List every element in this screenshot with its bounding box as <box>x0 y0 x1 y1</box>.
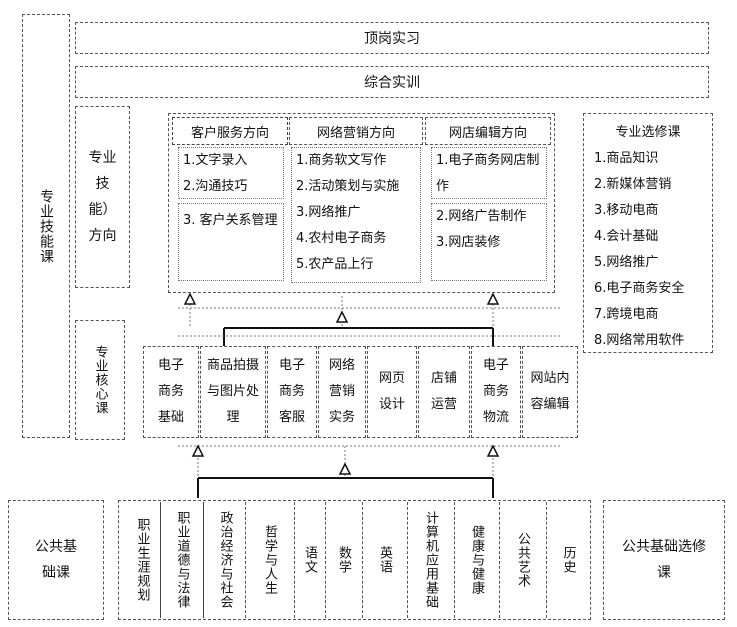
direction-network-marketing: 网络营销方向 1.商务软文写作 2.活动策划与实施 3.网络推广 4.农村电子商… <box>289 117 423 289</box>
list-item: 5.农产品上行 <box>296 257 374 272</box>
public-course: 哲学与人生 <box>245 502 293 618</box>
public-course-label: 哲学与人生 <box>262 525 277 595</box>
core-course-1: 商品拍摄与图片处理 <box>200 346 266 438</box>
direction-customer-service: 客户服务方向 1.文字录入 2.沟通技巧 3. 客户关系管理 <box>172 117 288 289</box>
list-item: 1.商品知识 <box>594 151 659 166</box>
core-course-2: 电子商务客服 <box>267 346 317 438</box>
core-course-label: 电子商务客服 <box>278 358 305 425</box>
public-course-label: 公共艺术 <box>515 532 530 588</box>
public-course: 政治经济与社会 <box>205 502 245 618</box>
direction-items: 1.文字录入 2.沟通技巧 <box>178 147 284 199</box>
public-course-label: 职业生涯规划 <box>134 518 150 602</box>
list-item: 3. 客户关系管理 <box>183 213 278 228</box>
list-item: 2.活动策划与实施 <box>296 179 400 194</box>
public-course-label: 语文 <box>302 546 317 574</box>
skill-direction-box: 专业 技能）方向 <box>75 106 130 288</box>
core-course-label: 网站内容编辑 <box>530 371 570 412</box>
list-item: 4.会计基础 <box>594 229 659 244</box>
public-course: 职业生涯规划 <box>124 502 160 618</box>
public-course-label: 计算机应用基础 <box>423 511 438 609</box>
direction-items: 1.电子商务网店制作 <box>431 147 547 199</box>
core-course-label: 电子商务基础 <box>157 358 184 425</box>
public-course: 健康与健康 <box>454 502 498 618</box>
public-course: 英语 <box>362 502 406 618</box>
core-course-box: 专业核心课 <box>75 320 125 440</box>
public-course-label: 健康与健康 <box>469 525 484 595</box>
list-item: 1.电子商务网店制作 <box>436 153 540 194</box>
list-item: 8.网络常用软件 <box>594 333 685 348</box>
comprehensive-training-banner: 综合实训 <box>75 66 709 98</box>
electives-box: 专业选修课 1.商品知识 2.新媒体营销 3.移动电商 4.会计基础 5.网络推… <box>583 113 713 353</box>
direction-shop-editing: 网店编辑方向 1.电子商务网店制作 2.网络广告制作 3.网店装修 <box>425 117 551 289</box>
list-item: 2.网络广告制作 <box>436 209 527 224</box>
core-course-label: 店铺运营 <box>430 371 457 412</box>
public-basic-box: 公共基础课 <box>8 500 104 620</box>
core-course-label: 网络营销实务 <box>328 358 355 425</box>
public-course: 计算机应用基础 <box>407 502 453 618</box>
core-course-5: 店铺运营 <box>418 346 470 438</box>
comprehensive-training-label: 综合实训 <box>364 75 420 91</box>
direction-items: 1.商务软文写作 2.活动策划与实施 3.网络推广 4.农村电子商务 5.农产品… <box>291 147 421 283</box>
public-course-label: 政治经济与社会 <box>217 511 233 609</box>
core-course-0: 电子商务基础 <box>143 346 199 438</box>
list-item: 3.网店装修 <box>436 235 501 250</box>
direction-title: 网店编辑方向 <box>425 117 551 145</box>
public-course-label: 英语 <box>377 546 392 574</box>
public-course-label: 数学 <box>336 546 351 574</box>
core-course-label: 网页设计 <box>378 371 405 412</box>
list-item: 7.跨境电商 <box>594 307 659 322</box>
public-course: 职业道德与法律 <box>160 502 204 618</box>
direction-items: 3. 客户关系管理 <box>178 203 284 281</box>
professional-skill-course-column: 专业技能课 <box>22 14 70 438</box>
core-course-4: 网页设计 <box>367 346 417 438</box>
list-item: 3.网络推广 <box>296 205 361 220</box>
core-course-3: 网络营销实务 <box>318 346 366 438</box>
list-item: 1.文字录入 <box>183 153 248 168</box>
core-course-7: 网站内容编辑 <box>522 346 578 438</box>
public-course: 数学 <box>325 502 361 618</box>
core-course-label: 电子商务物流 <box>482 358 509 425</box>
public-course: 历史 <box>546 502 589 618</box>
electives-title: 专业选修课 <box>615 124 681 140</box>
list-item: 4.农村电子商务 <box>296 231 387 246</box>
core-course-label: 商品拍摄与图片处理 <box>206 358 259 425</box>
list-item: 1.商务软文写作 <box>296 153 387 168</box>
public-course-label: 历史 <box>560 546 576 574</box>
direction-title: 网络营销方向 <box>289 117 423 145</box>
direction-items: 2.网络广告制作 3.网店装修 <box>431 203 547 281</box>
direction-title: 客户服务方向 <box>172 117 288 145</box>
list-item: 2.新媒体营销 <box>594 177 672 192</box>
public-course-label: 职业道德与法律 <box>174 511 190 609</box>
public-elective-label: 公共基础选修课 <box>622 539 706 581</box>
public-courses-group <box>118 500 591 620</box>
public-basic-label: 公共基础课 <box>35 539 77 581</box>
core-course-label: 专业核心课 <box>92 345 108 415</box>
list-item: 6.电子商务安全 <box>594 281 685 296</box>
public-course: 语文 <box>294 502 324 618</box>
electives-list: 1.商品知识 2.新媒体营销 3.移动电商 4.会计基础 5.网络推广 6.电子… <box>594 146 710 354</box>
internship-label: 顶岗实习 <box>364 31 420 47</box>
internship-banner: 顶岗实习 <box>75 22 709 54</box>
directions-group <box>168 113 555 293</box>
skill-direction-label: 专业 技能）方向 <box>88 150 117 244</box>
public-elective-box: 公共基础选修课 <box>603 500 725 620</box>
core-course-6: 电子商务物流 <box>471 346 521 438</box>
list-item: 3.移动电商 <box>594 203 659 218</box>
professional-skill-course-label: 专业技能课 <box>38 188 54 264</box>
list-item: 2.沟通技巧 <box>183 179 248 194</box>
list-item: 5.网络推广 <box>594 255 659 270</box>
public-course: 公共艺术 <box>499 502 545 618</box>
